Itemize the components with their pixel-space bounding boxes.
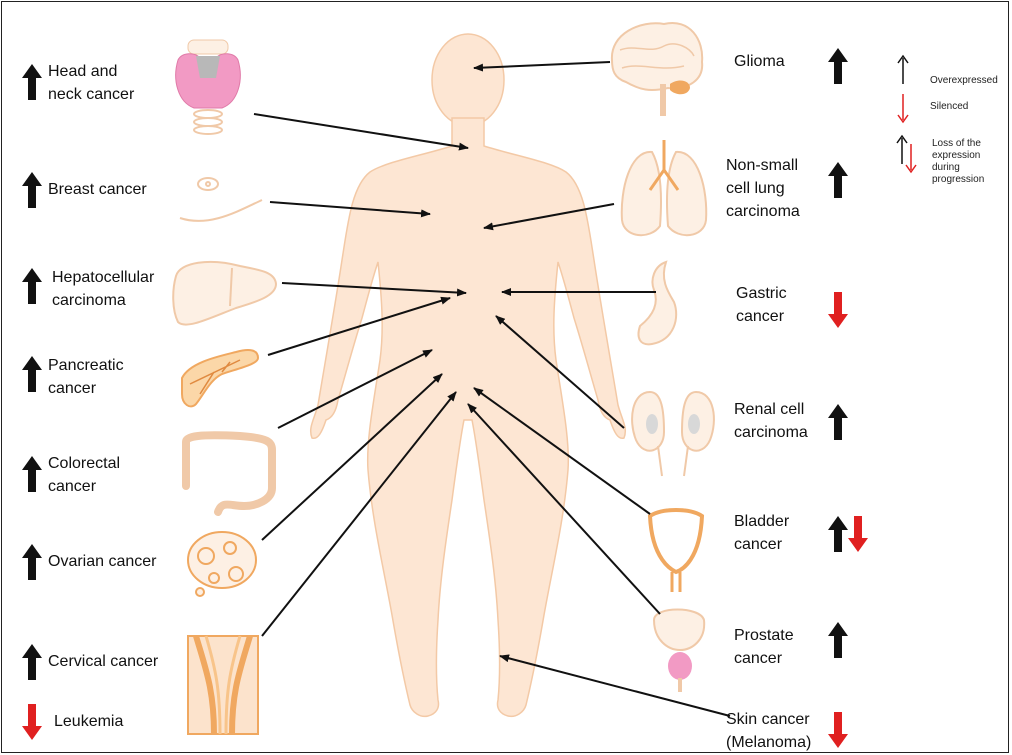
legend-overexpressed: Overexpressed <box>930 75 998 87</box>
liver-icon <box>173 262 276 325</box>
up-arrow-icon <box>22 268 42 304</box>
label-head-neck-cancer: Head and neck cancer <box>48 60 134 106</box>
label-glioma: Glioma <box>734 50 785 73</box>
label-colorectal-cancer: Colorectal cancer <box>48 452 120 498</box>
up-arrow-icon <box>828 622 848 658</box>
label-hepatocellular-carcinoma: Hepatocellular carcinoma <box>52 266 154 312</box>
up-arrow-icon <box>22 456 42 492</box>
label-breast-cancer: Breast cancer <box>48 178 147 201</box>
up-arrow-icon <box>22 172 42 208</box>
label-prostate-cancer: Prostate cancer <box>734 624 794 670</box>
lungs-icon <box>622 140 707 235</box>
legend-arrows <box>897 56 916 172</box>
prostate-icon <box>654 610 704 693</box>
brain-icon <box>612 23 702 116</box>
stomach-icon <box>639 262 677 344</box>
up-arrow-icon <box>22 544 42 580</box>
up-arrow-icon <box>22 644 42 680</box>
legend-silenced: Silenced <box>930 101 968 113</box>
label-gastric-cancer: Gastric cancer <box>736 282 787 328</box>
label-pancreatic-cancer: Pancreatic cancer <box>48 354 124 400</box>
label-skin-cancer-melanoma: Skin cancer (Melanoma) <box>726 708 811 754</box>
up-arrow-icon <box>828 48 848 84</box>
colon-icon <box>186 435 272 512</box>
down-arrow-icon <box>848 516 868 552</box>
label-nsclc: Non-small cell lung carcinoma <box>726 154 800 223</box>
up-arrow-icon <box>828 404 848 440</box>
pancreas-icon <box>182 350 258 406</box>
down-arrow-icon <box>828 292 848 328</box>
cervix-icon <box>188 636 258 734</box>
bladder-icon <box>650 510 702 592</box>
up-arrow-icon <box>22 64 42 100</box>
up-arrow-icon <box>22 356 42 392</box>
up-arrow-icon <box>828 162 848 198</box>
legend-loss-of-expression: Loss of the expression during progressio… <box>932 138 984 186</box>
label-ovarian-cancer: Ovarian cancer <box>48 550 157 573</box>
label-bladder-cancer: Bladder cancer <box>734 510 789 556</box>
thyroid-icon <box>176 40 241 134</box>
human-body-silhouette <box>311 34 626 716</box>
label-cervical-cancer: Cervical cancer <box>48 650 158 673</box>
label-renal-cell-carcinoma: Renal cell carcinoma <box>734 398 808 444</box>
breast-icon <box>180 178 262 221</box>
kidneys-icon <box>632 392 714 476</box>
down-arrow-icon <box>828 712 848 748</box>
up-arrow-icon <box>828 516 848 552</box>
label-leukemia: Leukemia <box>54 710 123 733</box>
down-arrow-icon <box>22 704 42 740</box>
ovary-icon <box>188 532 256 596</box>
